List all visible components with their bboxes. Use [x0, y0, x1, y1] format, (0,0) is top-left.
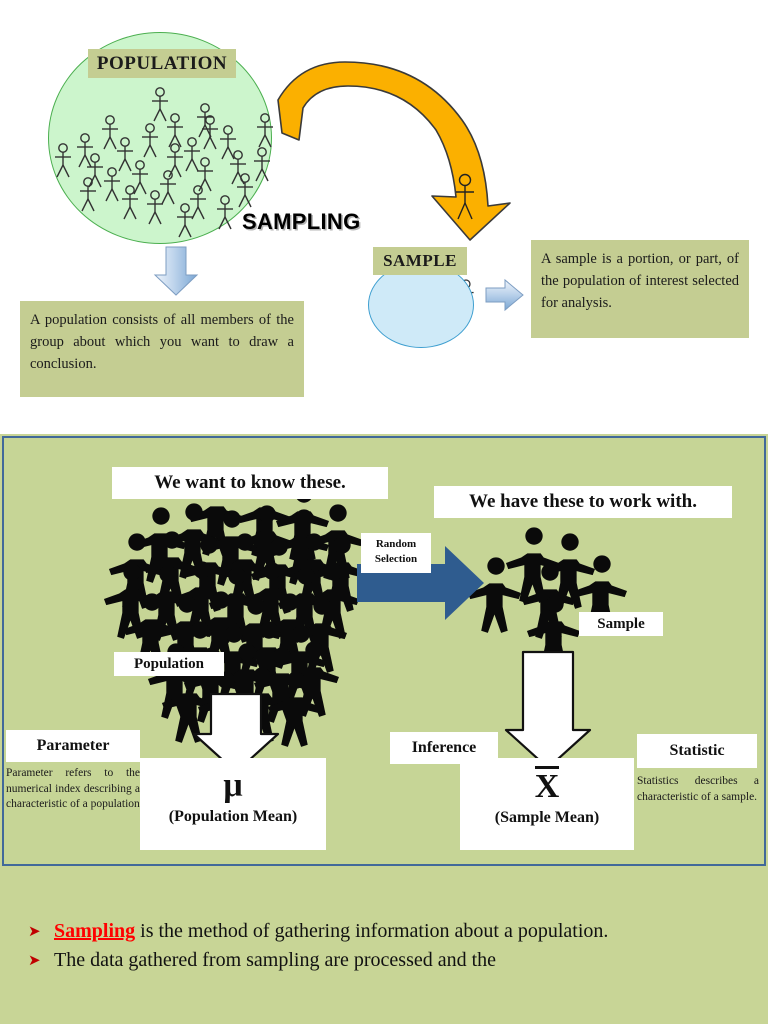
population-mean-caption: (Population Mean) [168, 808, 298, 825]
bullet-1-text: is the method of gathering information a… [135, 920, 609, 942]
xbar-symbol: X [534, 766, 560, 805]
bullet-item-2: The data gathered from sampling are proc… [24, 947, 728, 975]
population-mean-box: μ (Population Mean) [140, 758, 326, 850]
bullet-2-text: The data gathered from sampling are proc… [54, 949, 497, 971]
population-definition-box: A population consists of all members of … [20, 301, 304, 397]
mu-symbol: μ [223, 767, 243, 804]
we-have-these-label: We have these to work with. [434, 486, 732, 518]
population-title-label: POPULATION [88, 49, 236, 78]
panel-sample-label: Sample [579, 612, 663, 636]
parameter-description: Parameter refers to the numerical index … [6, 767, 140, 810]
orange-curved-arrow-icon [277, 61, 511, 241]
blue-right-arrow-icon [485, 278, 524, 312]
blue-down-arrow-icon [153, 246, 199, 296]
sample-title-label: SAMPLE [373, 247, 467, 275]
random-selection-line-1: Random [375, 538, 417, 550]
bullet-item-1: Sampling is the method of gathering info… [24, 918, 728, 946]
sample-definition-box: A sample is a portion, or part, of the p… [531, 240, 749, 338]
statistic-description: Statistics describes a characteristic of… [637, 775, 759, 803]
bullet-list-section: Sampling is the method of gathering info… [0, 866, 768, 1024]
sample-mean-box: X (Sample Mean) [460, 758, 634, 850]
xbar-symbol-wrap: X [460, 758, 634, 807]
parameter-label: Parameter [6, 730, 140, 762]
we-want-to-know-label: We want to know these. [112, 467, 388, 499]
top-diagram-section: POPULATION SAMPLE A population consists … [0, 0, 768, 434]
parameter-statistic-panel: We want to know these. We have these to … [2, 436, 766, 866]
panel-population-label: Population [114, 652, 224, 676]
sample-mean-caption: (Sample Mean) [494, 809, 600, 826]
sample-to-mean-arrow-icon [504, 650, 592, 770]
bullet-1-highlight: Sampling [54, 920, 136, 942]
sampling-heading: SAMPLING [242, 209, 361, 234]
statistic-label: Statistic [637, 734, 757, 768]
population-to-mean-arrow-icon [192, 692, 280, 774]
arrow-rider-stick-figure-icon [456, 173, 474, 220]
random-selection-line-2: Selection [374, 553, 418, 565]
inference-label: Inference [390, 732, 498, 764]
random-selection-label: Random Selection [361, 533, 431, 573]
